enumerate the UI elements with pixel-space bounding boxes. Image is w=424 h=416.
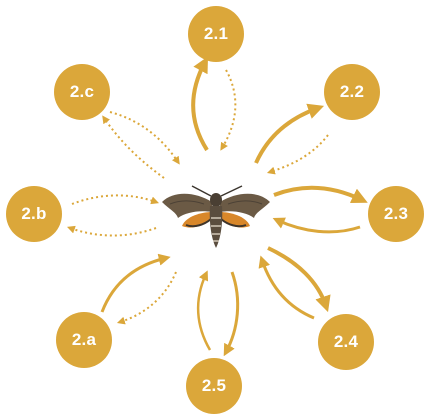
node-2-a: 2.a bbox=[56, 312, 112, 368]
node-label: 2.b bbox=[21, 204, 46, 224]
arrow-2-b-to-moth bbox=[72, 195, 156, 204]
arrow-moth-to-2-a bbox=[120, 272, 176, 322]
arrow-2-3-to-moth bbox=[277, 220, 360, 232]
node-label: 2.2 bbox=[340, 82, 364, 102]
arrow-2-5-to-moth bbox=[198, 274, 210, 350]
node-label: 2.c bbox=[70, 82, 94, 102]
node-label: 2.1 bbox=[204, 24, 228, 44]
moth-icon bbox=[156, 182, 276, 262]
arrow-2-c-to-moth bbox=[110, 112, 178, 162]
arrow-2-a-to-moth bbox=[102, 258, 166, 312]
node-label: 2.5 bbox=[202, 376, 226, 396]
arrow-2-1-to-moth bbox=[222, 70, 235, 148]
arrow-moth-to-2-b bbox=[70, 228, 156, 236]
arrow-2-4-to-moth bbox=[262, 260, 314, 318]
arrow-moth-to-2-c bbox=[104, 118, 164, 178]
node-2-3: 2.3 bbox=[368, 186, 424, 242]
node-label: 2.a bbox=[72, 330, 96, 350]
node-2-1: 2.1 bbox=[188, 6, 244, 62]
node-2-c: 2.c bbox=[54, 64, 110, 120]
node-label: 2.3 bbox=[384, 204, 408, 224]
node-2-5: 2.5 bbox=[186, 358, 242, 414]
node-2-b: 2.b bbox=[6, 186, 62, 242]
node-label: 2.4 bbox=[334, 332, 358, 352]
arrow-moth-to-2-4 bbox=[268, 248, 326, 306]
arrow-moth-to-2-2 bbox=[256, 108, 318, 163]
arrow-moth-to-2-1 bbox=[193, 62, 207, 150]
arrow-moth-to-2-3 bbox=[274, 188, 362, 200]
node-2-2: 2.2 bbox=[324, 64, 380, 120]
arrow-moth-to-2-5 bbox=[226, 272, 238, 352]
arrow-2-2-to-moth bbox=[270, 135, 328, 172]
node-2-4: 2.4 bbox=[318, 314, 374, 370]
